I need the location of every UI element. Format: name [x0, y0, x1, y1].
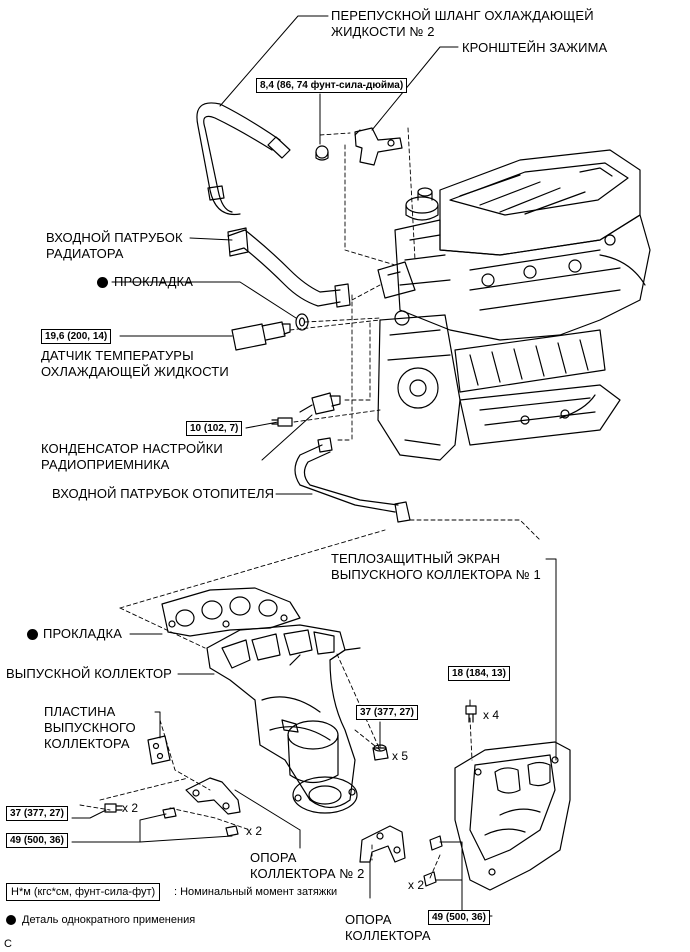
torque-sensor: 19,6 (200, 14) — [41, 329, 112, 344]
label-clamp-bracket-line1: КРОНШТЕЙН ЗАЖИМА — [462, 40, 608, 55]
manifold-plate-shape — [147, 735, 171, 765]
legend-non-reusable: Деталь однократного применения — [22, 914, 196, 926]
label-radiator-inlet-line1: ВХОДНОЙ ПАТРУБОК — [46, 230, 183, 245]
label-heater-inlet-line1: ВХОДНОЙ ПАТРУБОК ОТОПИТЕЛЯ — [52, 486, 275, 501]
insulator-bolt — [465, 705, 477, 723]
torque-plate-bolt: 37 (377, 27) — [6, 806, 68, 821]
qty-stay2-bolt: x 2 — [246, 824, 263, 838]
label-heat-insulator: ТЕПЛОЗАЩИТНЫЙ ЭКРАН ВЫПУСКНОГО КОЛЛЕКТОР… — [331, 551, 541, 583]
plate-bolt — [104, 803, 123, 813]
label-manifold-plate-line1: ПЛАСТИНА — [44, 704, 116, 719]
label-heater-inlet: ВХОДНОЙ ПАТРУБОК ОТОПИТЕЛЯ — [52, 486, 274, 502]
label-radiator-inlet: ВХОДНОЙ ПАТРУБОК РАДИАТОРА — [46, 230, 183, 262]
label-bypass-hose-line2: ЖИДКОСТИ № 2 — [331, 24, 435, 39]
torque-clamp: 8,4 (86, 74 фунт-сила-дюйма) — [256, 78, 408, 93]
radio-capacitor — [299, 392, 341, 415]
label-gasket-upper: ПРОКЛАДКА — [114, 274, 193, 290]
bypass-hose — [196, 102, 291, 216]
capacitor-bolt — [271, 417, 293, 427]
stay2-bolt — [162, 807, 239, 837]
label-bypass-hose-line1: ПЕРЕПУСКНОЙ ШЛАНГ ОХЛАЖДАЮЩЕЙ — [331, 8, 594, 23]
corner-mark: C — [4, 938, 12, 950]
exhaust-manifold-shape — [206, 624, 361, 814]
qty-insulator: x 4 — [483, 708, 500, 722]
manifold-stay-shape — [359, 825, 406, 863]
label-heat-insulator-line1: ТЕПЛОЗАЩИТНЫЙ ЭКРАН — [331, 551, 501, 566]
label-heat-insulator-line2: ВЫПУСКНОГО КОЛЛЕКТОРА № 1 — [331, 567, 541, 582]
torque-capacitor: 10 (102, 7) — [186, 421, 243, 436]
manifold-gasket — [161, 587, 301, 637]
label-radio-capacitor: КОНДЕНСАТОР НАСТРОЙКИ РАДИОПРИЕМНИКА — [41, 441, 223, 473]
label-manifold-plate: ПЛАСТИНА ВЫПУСКНОГО КОЛЛЕКТОРА — [44, 704, 136, 752]
qty-manifold-nut: x 5 — [392, 749, 409, 763]
torque-insulator: 18 (184, 13) — [448, 666, 510, 681]
label-coolant-temp-sensor-line1: ДАТЧИК ТЕМПЕРАТУРЫ — [41, 348, 194, 363]
stay-bolt — [423, 835, 443, 887]
label-bypass-hose: ПЕРЕПУСКНОЙ ШЛАНГ ОХЛАЖДАЮЩЕЙ ЖИДКОСТИ №… — [331, 8, 594, 40]
label-manifold-stay-2-line2: КОЛЛЕКТОРА № 2 — [250, 866, 365, 881]
label-manifold-stay-2-line1: ОПОРА — [250, 850, 297, 865]
label-radio-capacitor-line2: РАДИОПРИЕМНИКА — [41, 457, 170, 472]
heat-insulator-shape — [454, 741, 571, 891]
label-gasket-lower: ПРОКЛАДКА — [43, 626, 122, 642]
non-reusable-dot-icon — [97, 277, 108, 288]
label-manifold-stay-line1: ОПОРА — [345, 912, 392, 927]
label-manifold-stay: ОПОРА КОЛЛЕКТОРА — [345, 912, 431, 944]
label-manifold-stay-line2: КОЛЛЕКТОРА — [345, 928, 431, 943]
label-clamp-bracket: КРОНШТЕЙН ЗАЖИМА — [462, 40, 607, 56]
label-manifold-stay-2: ОПОРА КОЛЛЕКТОРА № 2 — [250, 850, 364, 882]
torque-manifold-nut: 37 (377, 27) — [356, 705, 418, 720]
temp-sensor — [231, 321, 291, 351]
manifold-stay-2-shape — [185, 777, 241, 815]
label-radio-capacitor-line1: КОНДЕНСАТОР НАСТРОЙКИ — [41, 441, 223, 456]
radiator-inlet-hose — [227, 227, 351, 308]
label-manifold-plate-line3: КОЛЛЕКТОРА — [44, 736, 130, 751]
label-gasket-lower-line1: ПРОКЛАДКА — [43, 626, 122, 641]
label-manifold-plate-line2: ВЫПУСКНОГО — [44, 720, 136, 735]
legend-torque-desc: : Номинальный момент затяжки — [174, 886, 338, 898]
clamp-bracket — [354, 127, 403, 166]
label-exhaust-manifold-line1: ВЫПУСКНОЙ КОЛЛЕКТОР — [6, 666, 172, 681]
label-coolant-temp-sensor-line2: ОХЛАЖДАЮЩЕЙ ЖИДКОСТИ — [41, 364, 229, 379]
label-radiator-inlet-line2: РАДИАТОРА — [46, 246, 124, 261]
engine-block — [377, 149, 651, 461]
torque-stay-bolt: 49 (500, 36) — [428, 910, 490, 925]
qty-stay-bolt: x 2 — [408, 878, 425, 892]
label-gasket-upper-line1: ПРОКЛАДКА — [114, 274, 193, 289]
clamp-bolt — [315, 145, 329, 161]
label-coolant-temp-sensor: ДАТЧИК ТЕМПЕРАТУРЫ ОХЛАЖДАЮЩЕЙ ЖИДКОСТИ — [41, 348, 229, 380]
heater-inlet-pipe — [294, 437, 411, 523]
non-reusable-dot-icon — [27, 629, 38, 640]
qty-plate-bolt: x 2 — [122, 801, 139, 815]
legend-torque-unit: Н*м (кгс*см, фунт-сила-фут) — [6, 883, 161, 901]
legend-non-reusable-dot-icon — [6, 915, 16, 925]
torque-stay2-bolt: 49 (500, 36) — [6, 833, 68, 848]
label-exhaust-manifold: ВЫПУСКНОЙ КОЛЛЕКТОР — [6, 666, 172, 682]
leader-lines — [71, 15, 557, 917]
